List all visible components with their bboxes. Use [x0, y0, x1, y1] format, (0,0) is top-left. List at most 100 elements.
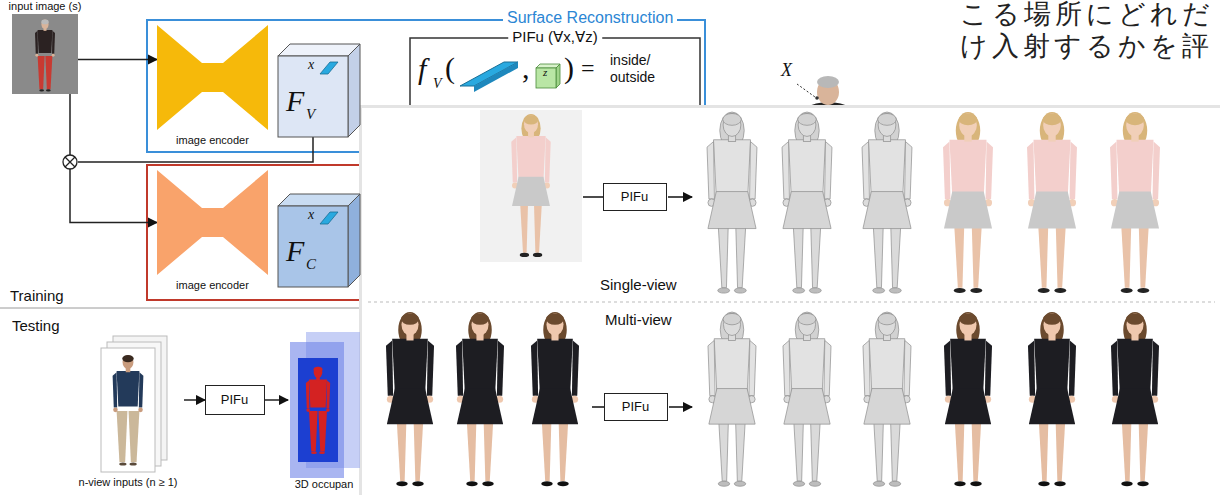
arm — [52, 31, 55, 54]
section-label: Testing — [12, 317, 60, 334]
arm — [456, 340, 463, 395]
torso — [789, 339, 825, 394]
shoe — [793, 288, 805, 293]
arm — [824, 340, 831, 395]
arm — [904, 340, 911, 395]
photo-background — [12, 14, 78, 94]
encoder-shape — [157, 170, 268, 275]
shoe — [119, 462, 126, 465]
leg — [129, 411, 140, 462]
arm — [1028, 340, 1035, 395]
arm — [750, 142, 757, 199]
photo-frame — [101, 348, 155, 472]
row-label: Single-view — [600, 276, 677, 293]
shoe — [873, 288, 885, 293]
head — [878, 313, 895, 335]
volume-front — [290, 342, 344, 478]
textured-figure — [944, 312, 992, 486]
shoe — [793, 481, 804, 486]
leg — [1039, 419, 1049, 481]
head — [959, 113, 977, 136]
head — [1126, 113, 1144, 136]
image-encoder: image encoder — [157, 25, 268, 147]
shoe — [809, 481, 820, 486]
mesh-figure — [862, 112, 912, 293]
connector-arrow — [265, 399, 288, 401]
occupancy-silhouette — [306, 367, 330, 454]
input-photo-stack-shape — [72, 330, 184, 492]
shoe — [954, 288, 966, 293]
leg — [1056, 223, 1066, 288]
hair — [1126, 113, 1145, 125]
arm — [306, 380, 310, 408]
hand — [306, 408, 310, 412]
junction-symbol — [63, 155, 77, 169]
head — [524, 115, 538, 133]
image-encoder: image encoder — [157, 170, 268, 292]
leg — [467, 419, 477, 481]
skirt — [945, 389, 991, 425]
shoe — [557, 481, 568, 486]
arm — [1027, 142, 1034, 199]
head — [314, 367, 323, 378]
person-photo — [531, 312, 579, 486]
node-text: PIFu — [221, 392, 248, 407]
arm — [386, 340, 393, 395]
leg — [1139, 223, 1149, 288]
arm — [327, 380, 331, 408]
arm — [944, 340, 951, 395]
hair — [1043, 113, 1062, 125]
hand — [35, 54, 38, 57]
head — [723, 113, 741, 136]
hair — [1043, 313, 1061, 324]
shoe — [412, 481, 423, 486]
head — [1043, 313, 1060, 335]
separator-line — [0, 308, 362, 309]
textured-figure — [1027, 112, 1077, 293]
hand — [52, 54, 55, 57]
head — [723, 313, 740, 335]
torso — [117, 371, 140, 406]
leg — [736, 419, 746, 481]
arm — [1069, 340, 1076, 395]
torso — [38, 30, 53, 53]
function-box-outline — [410, 38, 700, 108]
input-photo-stack: n-view inputs (n ≥ 1) — [72, 330, 184, 492]
cube-side — [348, 194, 360, 287]
leg — [811, 419, 821, 481]
shoe — [889, 288, 901, 293]
shoe — [482, 481, 493, 486]
leader-line — [797, 84, 815, 97]
junction-symbol — [65, 157, 75, 167]
shoe — [734, 481, 745, 486]
feature-volume-cube: xFV — [278, 42, 360, 137]
shoe — [718, 481, 729, 486]
image-encoder-shape — [157, 170, 268, 292]
skirt — [783, 192, 831, 229]
encoder-shape — [157, 25, 268, 130]
arm — [427, 340, 434, 395]
head — [123, 355, 134, 369]
image-encoder-shape — [157, 25, 268, 147]
hand — [113, 408, 118, 413]
shoe — [970, 288, 982, 293]
section-label: Training — [10, 287, 64, 304]
arm — [749, 340, 756, 395]
textured-figure — [1111, 312, 1159, 486]
hair — [524, 115, 539, 124]
arm — [863, 340, 870, 395]
process-box: PIFu — [603, 183, 667, 211]
hair — [401, 313, 419, 324]
torso — [950, 339, 986, 394]
leg — [794, 419, 804, 481]
pifu-function-box: PIFu (∀x,∀z)fV(,z)=inside/ outside — [410, 38, 700, 108]
arm — [1111, 340, 1118, 395]
arm — [986, 142, 993, 199]
head — [1043, 113, 1061, 136]
leg — [1122, 419, 1132, 481]
hair — [471, 313, 489, 324]
arm — [113, 372, 118, 407]
torso — [714, 140, 751, 197]
torso — [950, 140, 987, 197]
node-text: ) — [564, 51, 574, 85]
